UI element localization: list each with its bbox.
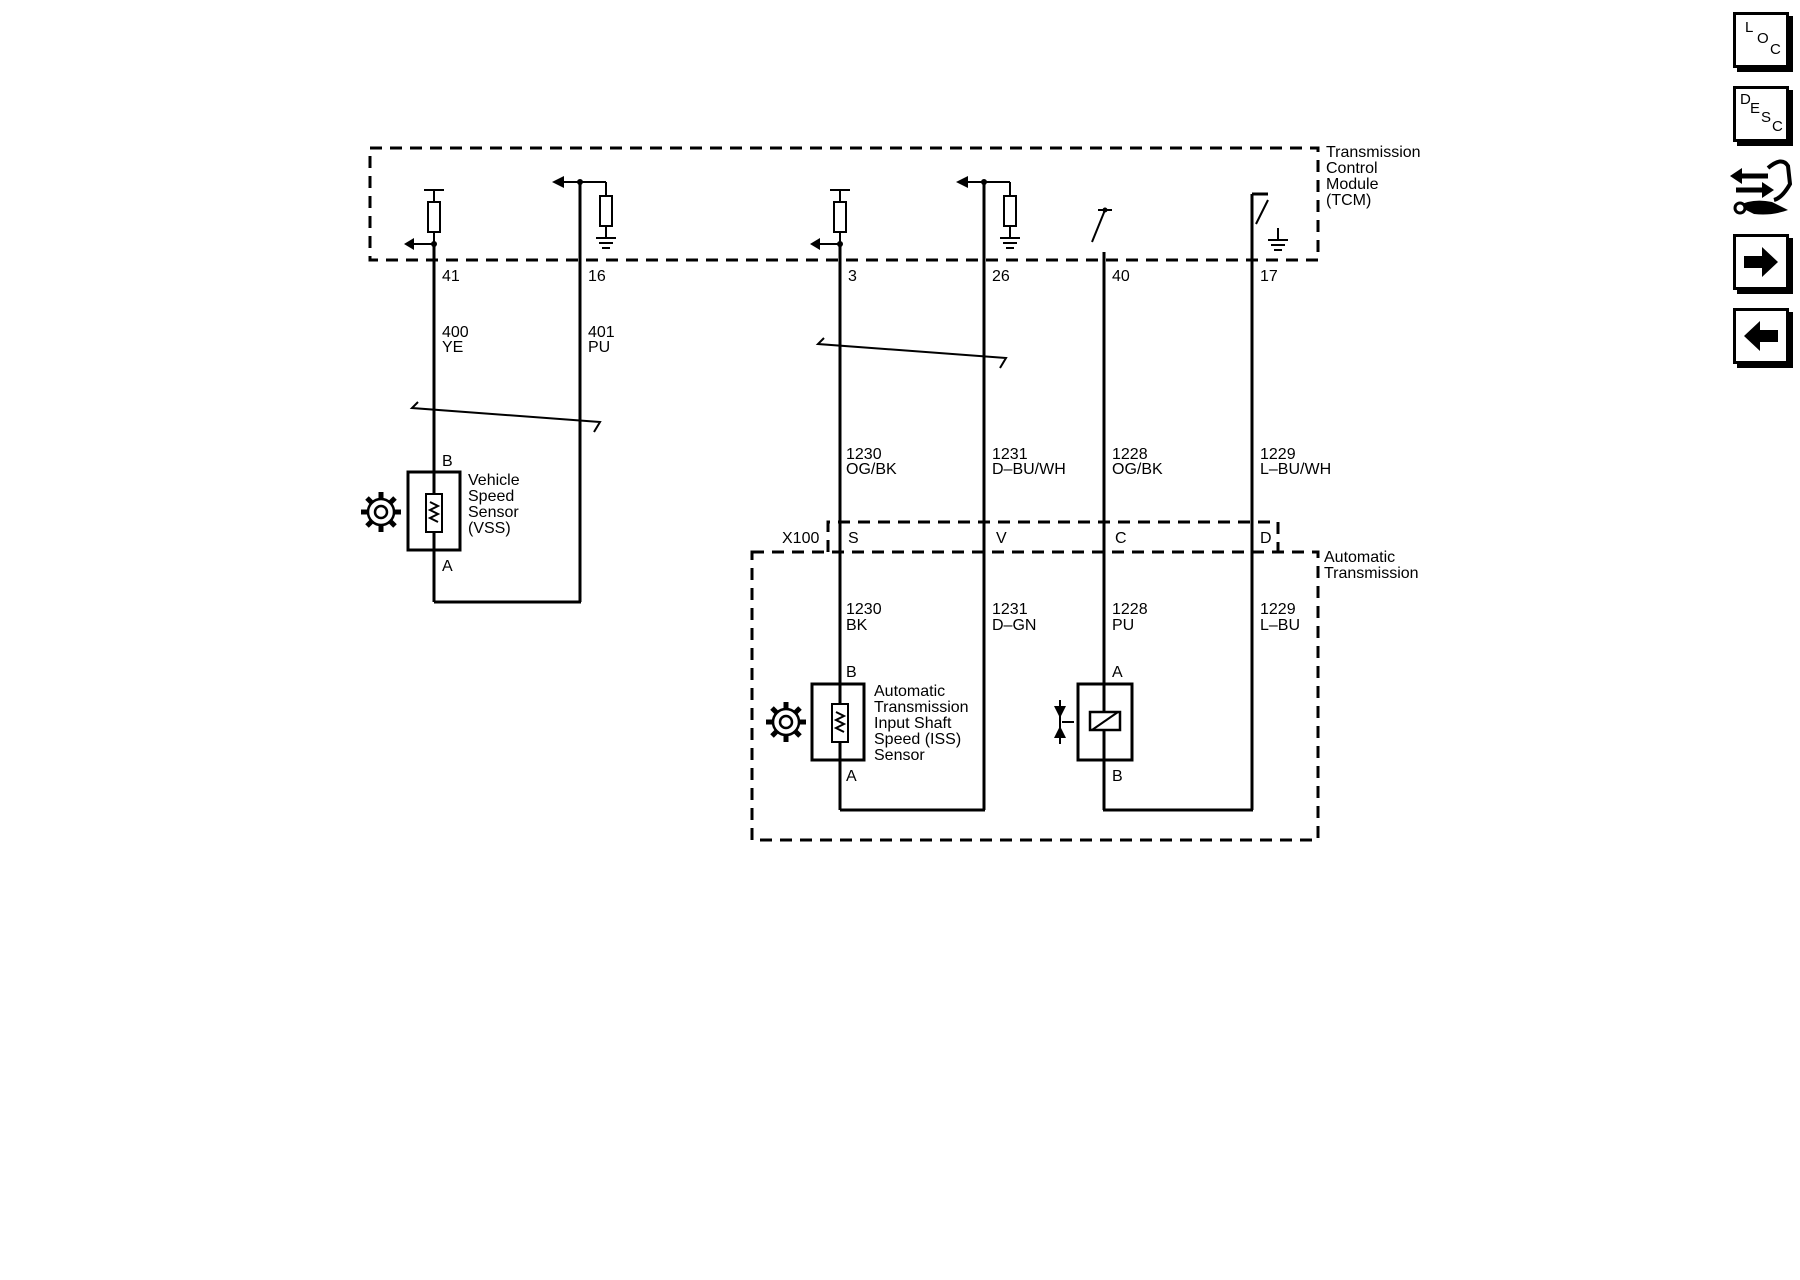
circuit-400-color: YE [442, 339, 463, 356]
harness-break-middle [815, 337, 1008, 369]
tcm-pin16-internal [552, 176, 616, 249]
tcm-pin26-internal [956, 176, 1020, 249]
tcm-pin40-switch [1091, 207, 1112, 243]
solenoid-pin-b: B [1112, 768, 1123, 785]
vss-pin-a: A [442, 558, 453, 575]
pressure-control-icon [1054, 700, 1074, 744]
circuit-1231-lower-color: D–GN [992, 617, 1036, 634]
pin-16-label: 16 [588, 268, 606, 285]
iss-pin-b: B [846, 664, 857, 681]
harness-break-left [409, 401, 602, 433]
next-page-button[interactable] [1733, 234, 1793, 294]
iss-label: Automatic Transmission Input Shaft Speed… [874, 683, 969, 764]
location-button[interactable]: L O C [1733, 12, 1793, 72]
iss-pin-a: A [846, 768, 857, 785]
pin-3-label: 3 [848, 268, 857, 285]
iss-sensor-box [810, 682, 866, 762]
x100-pin-s: S [848, 530, 859, 547]
svg-text:(VSS): (VSS) [468, 520, 511, 537]
svg-text:Speed (ISS): Speed (ISS) [874, 731, 961, 748]
svg-text:Vehicle: Vehicle [468, 472, 520, 489]
x100-pin-c: C [1115, 530, 1127, 547]
vss-label: Vehicle Speed Sensor (VSS) [468, 472, 520, 537]
arrow-right-icon [1744, 247, 1778, 277]
loc-letter-c: C [1770, 41, 1781, 58]
circuit-401-number: 401 [588, 324, 615, 341]
solenoid-box [1076, 682, 1134, 762]
circuit-401-color: PU [588, 339, 610, 356]
vss-pin-b: B [442, 453, 453, 470]
circuit-1228-upper-color: OG/BK [1112, 461, 1163, 478]
circuit-1230-upper-number: 1230 [846, 446, 882, 463]
description-button[interactable]: D E S C [1733, 86, 1793, 146]
svg-text:Control: Control [1326, 160, 1378, 177]
loc-letter-l: L [1745, 19, 1754, 36]
svg-text:Input Shaft: Input Shaft [874, 715, 952, 732]
desc-letter-c: C [1772, 118, 1783, 135]
svg-text:(TCM): (TCM) [1326, 192, 1371, 209]
svg-text:Sensor: Sensor [468, 504, 519, 521]
x100-pin-v: V [996, 530, 1007, 547]
desc-letter-s: S [1761, 109, 1772, 126]
pin-40-label: 40 [1112, 268, 1130, 285]
tcm-module-label: Transmission Control Module (TCM) [1326, 144, 1421, 209]
pin-26-label: 26 [992, 268, 1010, 285]
solenoid-pin-a: A [1112, 664, 1123, 681]
gear-icon [766, 702, 806, 742]
svg-text:Transmission: Transmission [1326, 144, 1421, 161]
circuit-1229-upper-number: 1229 [1260, 446, 1296, 463]
svg-text:Module: Module [1326, 176, 1379, 193]
svg-text:Sensor: Sensor [874, 747, 925, 764]
circuit-1228-lower-color: PU [1112, 617, 1134, 634]
tcm-pin41-internal [404, 189, 444, 250]
circuit-1231-upper-number: 1231 [992, 446, 1028, 463]
gear-icon [361, 492, 401, 532]
circuit-1228-upper-number: 1228 [1112, 446, 1148, 463]
arrow-left-icon [1744, 321, 1778, 351]
desc-letter-d: D [1740, 91, 1751, 108]
circuit-1230-lower-number: 1230 [846, 601, 882, 618]
circuit-1228-lower-number: 1228 [1112, 601, 1148, 618]
loc-letter-o: O [1757, 30, 1769, 47]
pin-41-label: 41 [442, 268, 460, 285]
svg-text:Transmission: Transmission [874, 699, 969, 716]
circuit-1230-lower-color: BK [846, 617, 868, 634]
circuit-1229-lower-number: 1229 [1260, 601, 1296, 618]
desc-letter-e: E [1750, 100, 1761, 117]
tcm-pin3-internal [810, 189, 850, 250]
connector-tools-icon[interactable] [1730, 154, 1794, 220]
tcm-module-outline [368, 146, 1320, 262]
x100-pin-d: D [1260, 530, 1272, 547]
svg-text:Speed: Speed [468, 488, 514, 505]
x100-connector-outline [826, 520, 1280, 552]
previous-page-button[interactable] [1733, 308, 1793, 368]
auto-trans-label: Automatic Transmission [1324, 549, 1419, 582]
circuit-1231-lower-number: 1231 [992, 601, 1028, 618]
svg-text:Automatic: Automatic [1324, 549, 1395, 566]
circuit-400-number: 400 [442, 324, 469, 341]
tcm-pin17-switch [1252, 192, 1288, 251]
svg-text:Transmission: Transmission [1324, 565, 1419, 582]
circuit-1231-upper-color: D–BU/WH [992, 461, 1066, 478]
circuit-1229-lower-color: L–BU [1260, 617, 1300, 634]
circuit-1229-upper-color: L–BU/WH [1260, 461, 1331, 478]
x100-connector-label: X100 [782, 530, 819, 547]
auto-trans-outline [750, 550, 1320, 842]
svg-text:Automatic: Automatic [874, 683, 945, 700]
circuit-1230-upper-color: OG/BK [846, 461, 897, 478]
pin-17-label: 17 [1260, 268, 1278, 285]
